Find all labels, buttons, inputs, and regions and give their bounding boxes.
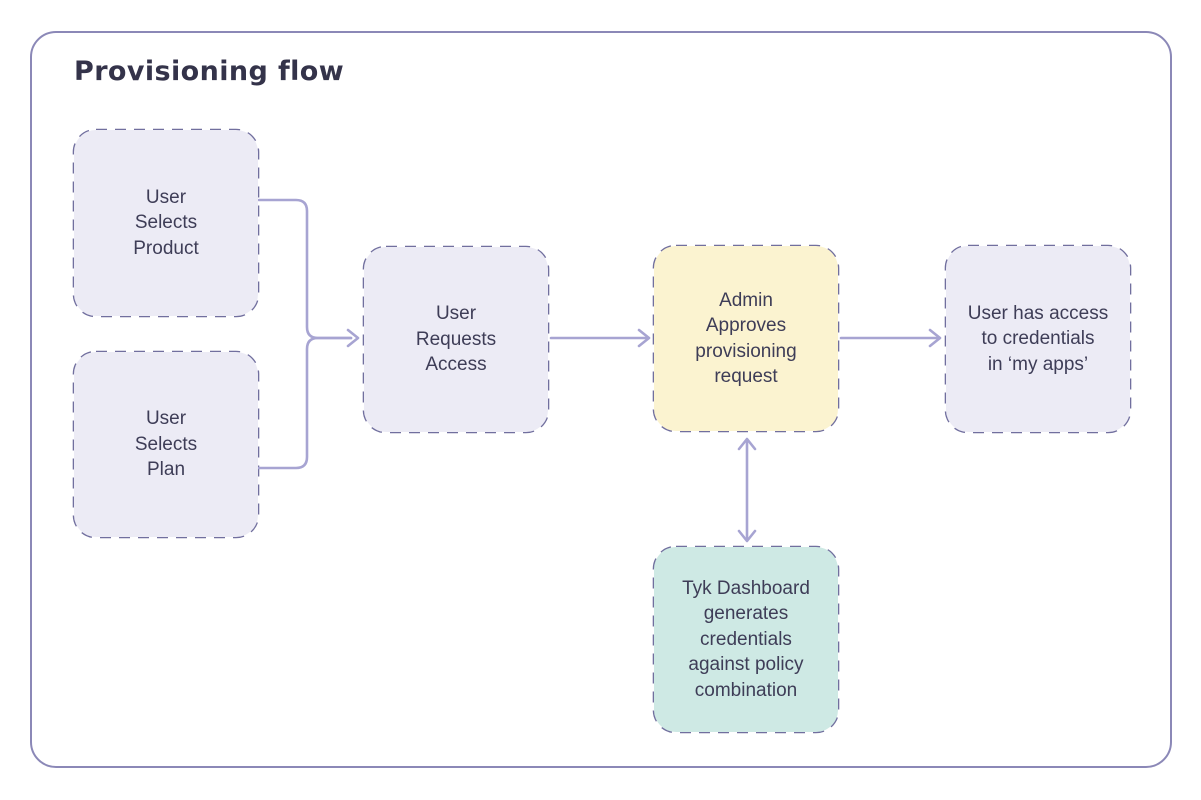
node-user-selects-plan: User Selects Plan — [74, 352, 258, 537]
diagram-title: Provisioning flow — [74, 56, 345, 87]
node-tyk-dashboard-generates: Tyk Dashboard generates credentials agai… — [654, 547, 838, 732]
node-user-has-access: User has access to credentials in ‘my ap… — [946, 246, 1130, 432]
node-admin-approves-request: Admin Approves provisioning request — [654, 246, 838, 431]
node-user-requests-access: User Requests Access — [364, 247, 548, 432]
node-user-selects-product: User Selects Product — [74, 130, 258, 316]
